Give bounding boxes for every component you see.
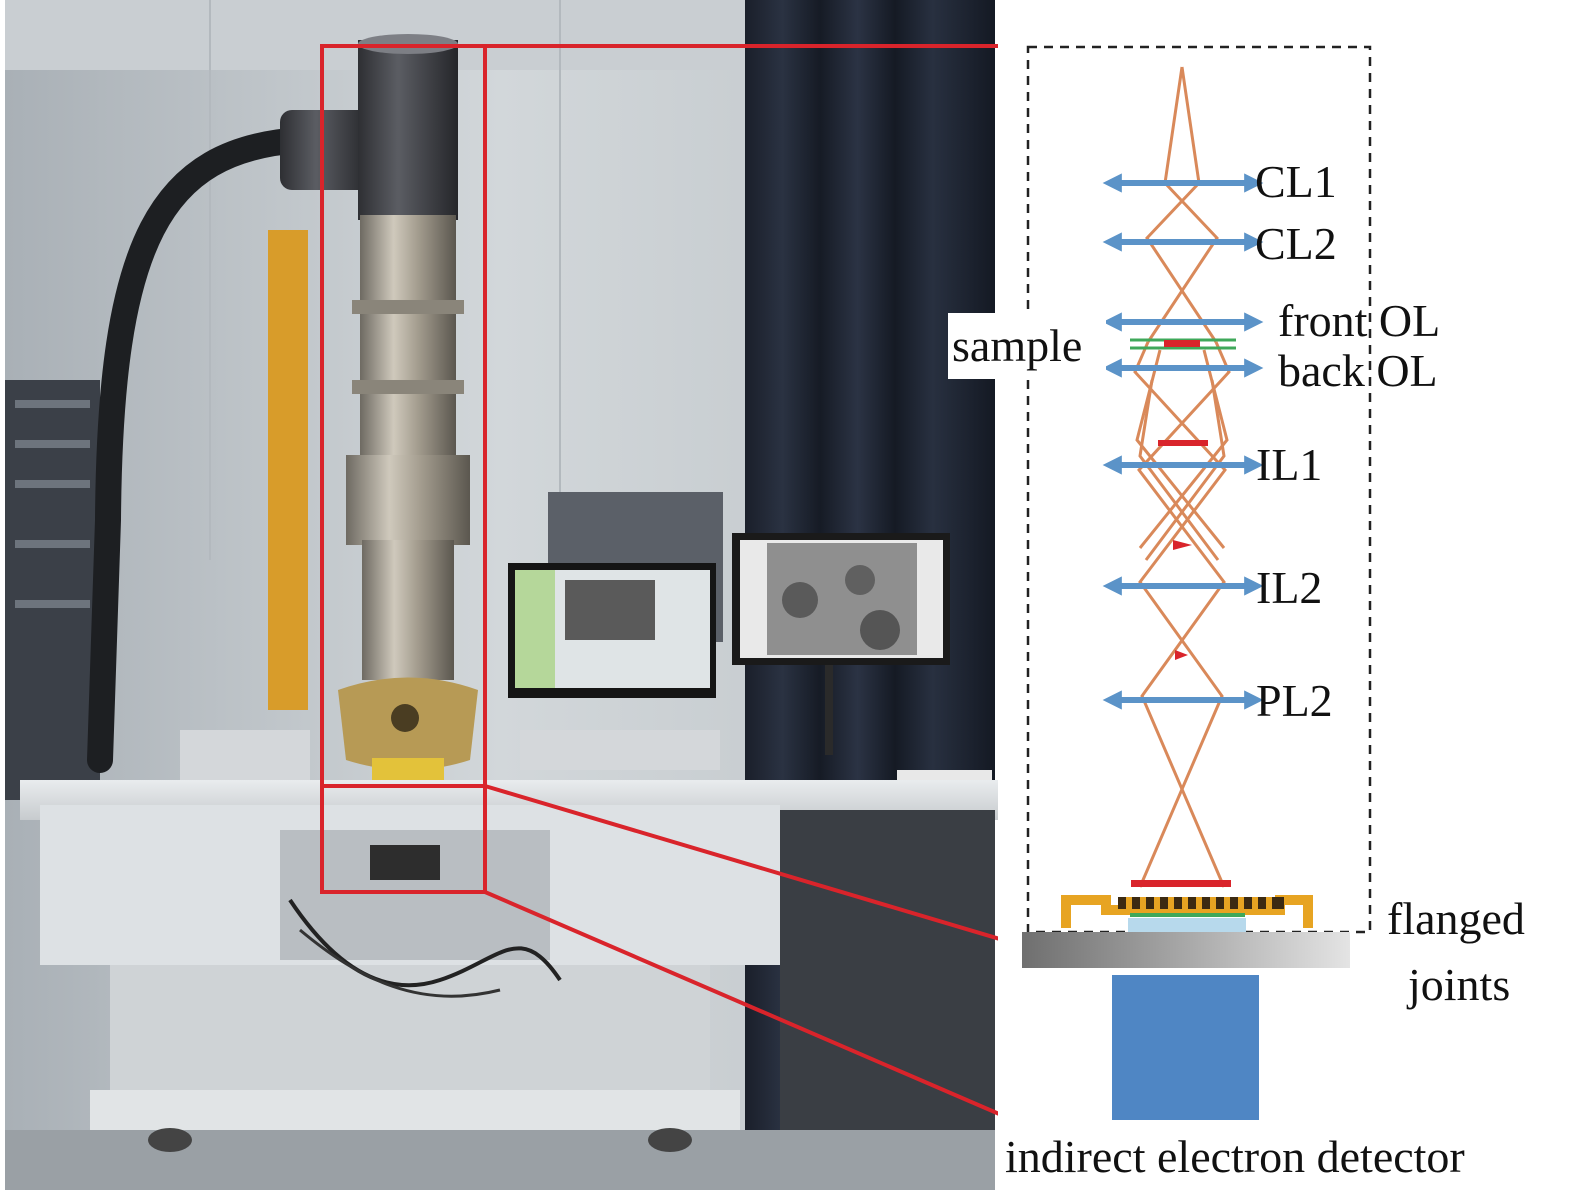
- schematic-background: [998, 0, 1575, 1194]
- support-post: [268, 230, 308, 710]
- keyboard: [520, 730, 720, 770]
- lens-arrows: [1102, 173, 1264, 710]
- label-pl2: PL2: [1256, 675, 1333, 726]
- detector-plane: [1131, 880, 1231, 887]
- sample-holder: [1130, 338, 1236, 350]
- column-lower: [362, 540, 454, 680]
- label-sample: sample: [952, 320, 1082, 371]
- column-objective: [346, 455, 470, 545]
- column-middle: [360, 215, 456, 465]
- label-front-ol: front OL: [1278, 295, 1440, 346]
- image-plane-1: [1158, 440, 1208, 446]
- fiber-optic: [1128, 918, 1246, 932]
- label-cl2: CL2: [1255, 218, 1337, 269]
- leader-flange: [484, 784, 1021, 947]
- cabinet: [780, 810, 995, 1190]
- label-il2: IL2: [1256, 562, 1322, 613]
- label-back-ol: back OL: [1278, 345, 1438, 396]
- highlight-frames: [320, 44, 1022, 1125]
- column-top: [358, 40, 458, 220]
- schematic-labels: CL1 CL2 front OL back OL sample IL1 IL2 …: [948, 156, 1525, 1182]
- rack: [5, 380, 100, 800]
- sample-label-bg: [948, 313, 1106, 379]
- label-indirect-detector: indirect electron detector: [1005, 1131, 1465, 1182]
- image-planes: [1131, 440, 1231, 887]
- hv-cable: [87, 127, 313, 773]
- detector-highlight-box: [320, 784, 487, 894]
- image-plane-3: [1175, 650, 1188, 660]
- tem-photo: [5, 0, 1000, 1190]
- label-il1: IL1: [1256, 439, 1322, 490]
- indirect-detector-box: [1112, 975, 1259, 1120]
- leader-detector: [484, 890, 1021, 1125]
- scintillator-stripes: [1118, 897, 1284, 909]
- image-plane-2: [1173, 540, 1192, 550]
- label-flanged: flanged: [1387, 893, 1525, 944]
- detector-assembly: [1022, 895, 1350, 1120]
- sample-mark: [1164, 340, 1200, 347]
- label-cl1: CL1: [1255, 156, 1337, 207]
- flange-bracket: [1061, 895, 1313, 928]
- flanged-joint-plate: [1022, 932, 1350, 968]
- gun-tank: [280, 110, 370, 190]
- label-joints: joints: [1406, 959, 1510, 1010]
